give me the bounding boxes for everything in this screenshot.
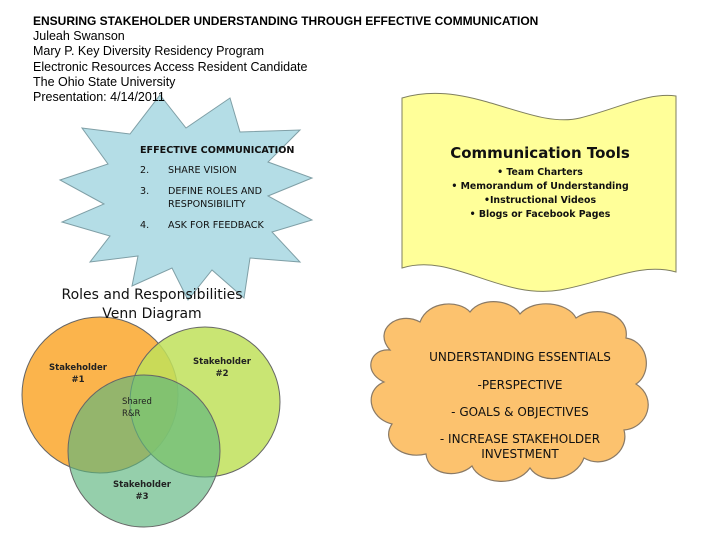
label-line: Stakeholder [193,357,251,367]
author-name: Juleah Swanson [33,29,125,44]
star-content: EFFECTIVE COMMUNICATION 2. SHARE VISION 3… [140,145,294,240]
label-line: #3 [135,492,149,502]
list-item: 3. DEFINE ROLES AND RESPONSIBILITY [140,185,294,211]
star-list: 2. SHARE VISION 3. DEFINE ROLES AND RESPON… [140,164,294,232]
label-line: #2 [215,369,229,379]
list-item: - INCREASE STAKEHOLDER INVESTMENT [439,432,601,461]
page-title: ENSURING STAKEHOLDER UNDERSTANDING THROU… [33,14,539,28]
venn-label-stakeholder-2: Stakeholder #2 [190,356,254,380]
venn-circle-3 [67,374,221,528]
item-text: ASK FOR FEEDBACK [168,220,264,231]
tools-content: Communication Tools • Team Charters • Me… [430,144,650,222]
venn-label-stakeholder-1: Stakeholder #1 [48,362,108,386]
presentation-date: Presentation: 4/14/2011 [33,90,165,105]
star-burst-shape [58,94,314,301]
item-number: 3. [140,186,150,197]
essentials-title: UNDERSTANDING ESSENTIALS [429,350,611,364]
list-item: • Team Charters [497,167,583,178]
tools-title: Communication Tools [450,144,630,162]
label-line: Stakeholder [113,480,171,490]
star-heading: EFFECTIVE COMMUNICATION [140,145,295,156]
label-line: R&R [122,409,141,419]
item-number: 4. [140,220,150,231]
list-item: 4. ASK FOR FEEDBACK [140,219,294,232]
header-block: ENSURING STAKEHOLDER UNDERSTANDING THROU… [33,14,538,105]
label-line: Shared [122,397,152,407]
cloud-shape [370,301,649,482]
venn-label-stakeholder-3: Stakeholder #3 [110,479,174,503]
list-item: 2. SHARE VISION [140,164,294,177]
venn-label-shared: Shared R&R [122,396,152,420]
list-item: • Memorandum of Understanding [451,181,629,192]
venn-title: Roles and Responsibilities Venn Diagram [52,286,252,324]
list-item: - GOALS & OBJECTIVES [451,405,589,419]
program-name: Mary P. Key Diversity Residency Program [33,44,265,59]
institution-name: The Ohio State University [33,74,176,89]
venn-title-line: Venn Diagram [102,306,202,322]
scroll-banner-shape [401,93,677,292]
item-number: 2. [140,165,150,176]
list-item: •Instructional Videos [483,195,597,206]
position-name: Electronic Resources Access Resident Can… [33,59,308,74]
venn-title-line: Roles and Responsibilities [61,287,243,303]
list-item: • Blogs or Facebook Pages [469,209,611,220]
item-text: DEFINE ROLES AND RESPONSIBILITY [168,186,262,210]
label-line: Stakeholder [49,363,107,373]
item-text: SHARE VISION [168,165,237,176]
list-item: -PERSPECTIVE [477,378,563,392]
label-line: #1 [71,375,85,385]
essentials-content: UNDERSTANDING ESSENTIALS -PERSPECTIVE - … [400,350,640,474]
